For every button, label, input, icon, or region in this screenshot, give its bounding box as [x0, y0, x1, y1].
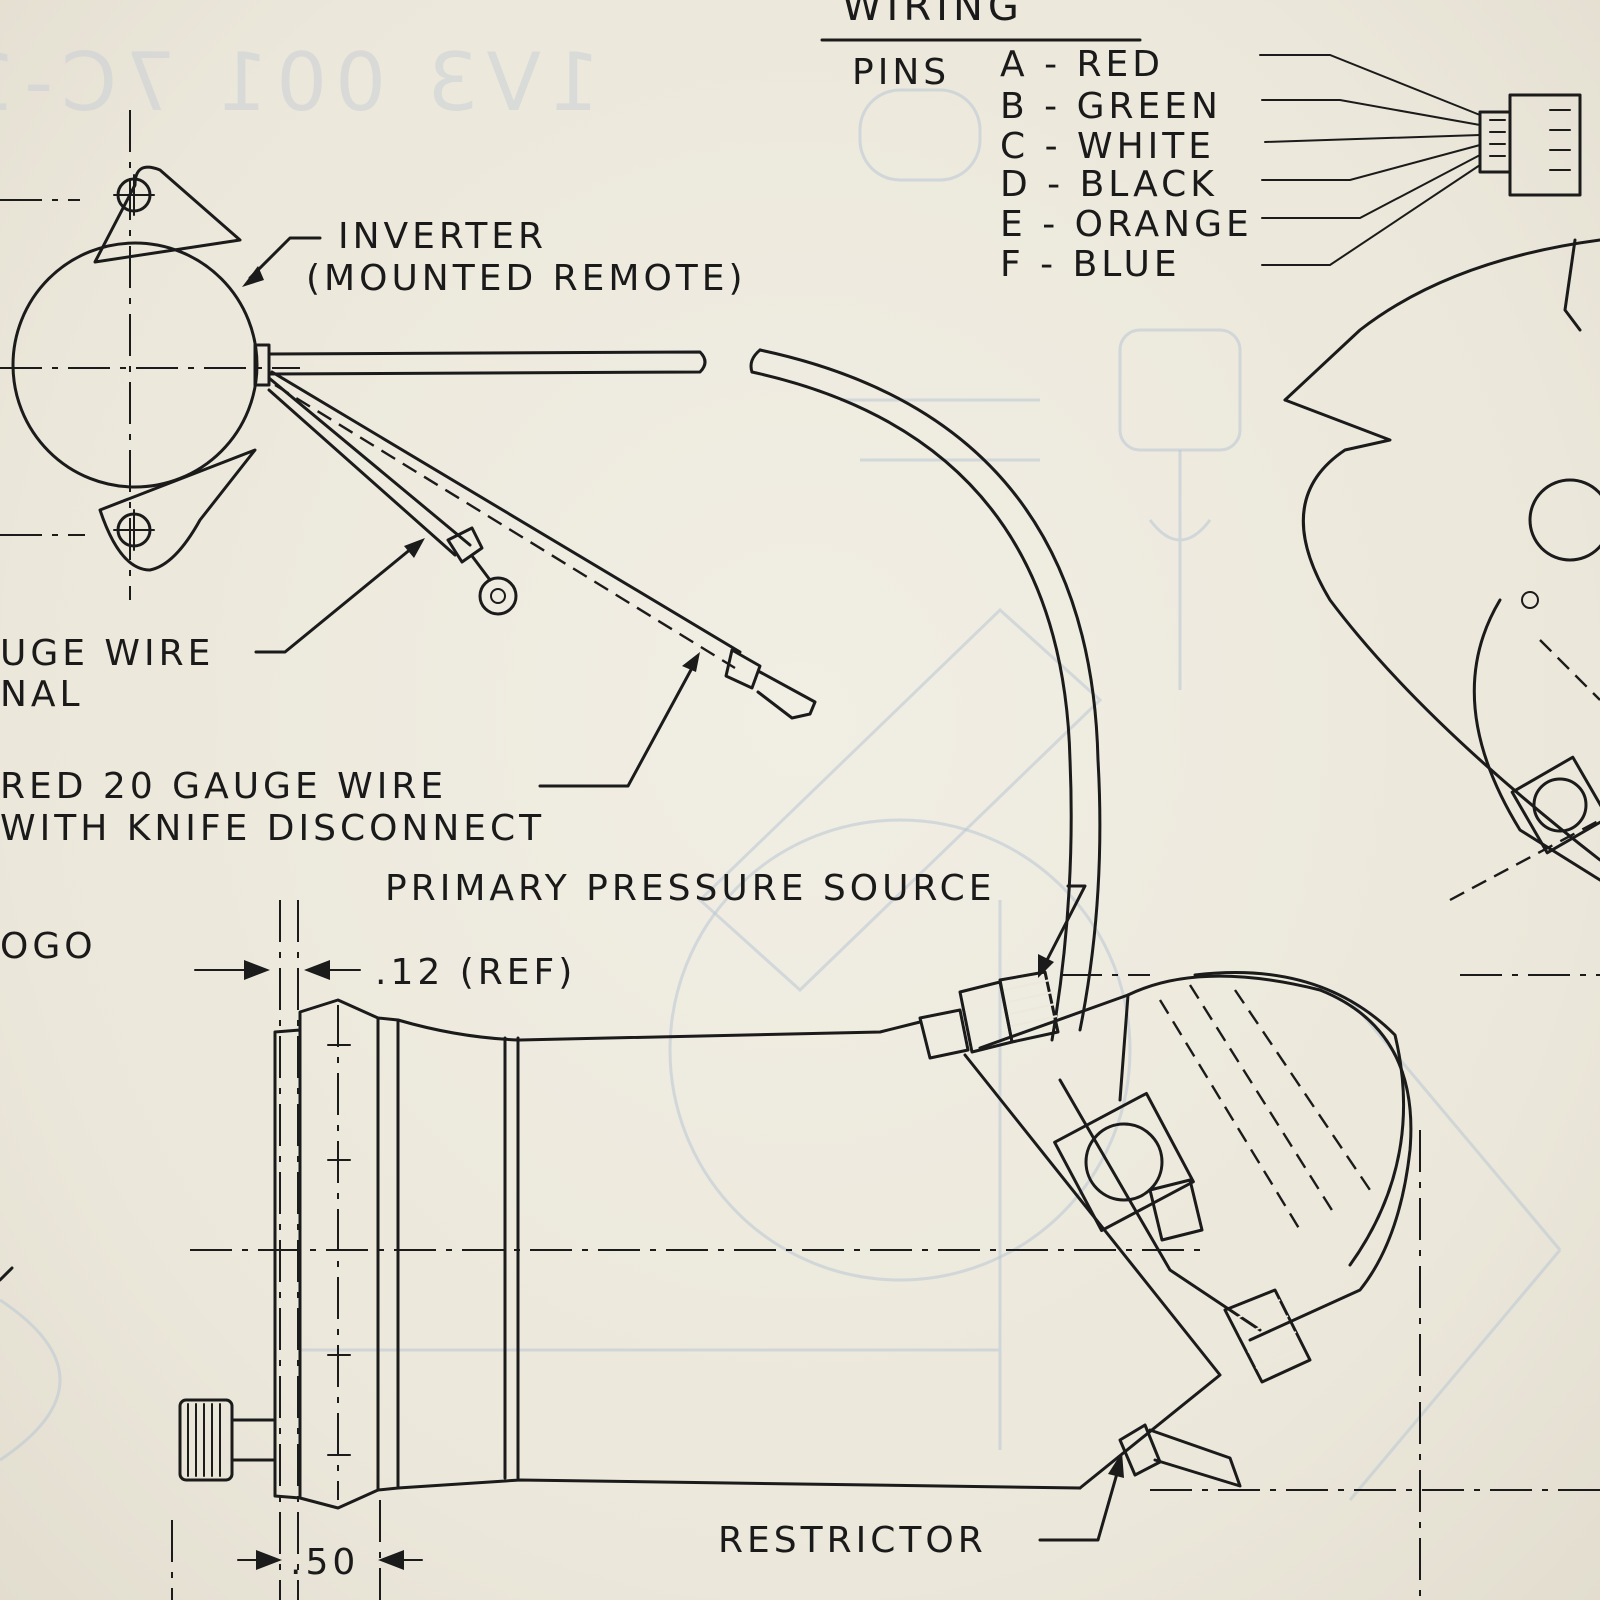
red-wire-label: RED 20 GAUGE WIRE	[0, 766, 447, 807]
ghost-part	[697, 607, 1103, 993]
ground-leader	[254, 546, 414, 654]
crimp-sleeve	[446, 526, 484, 564]
ghost-part	[0, 1298, 62, 1462]
pressure-hose	[267, 348, 1102, 1042]
bleed-through-ghost: 1V3 001 7C-100 MUH	[0, 36, 1562, 1501]
knife-disconnect-label: WITH KNIFE DISCONNECT	[0, 808, 545, 849]
inverter-flange-bottom	[98, 448, 257, 572]
pin-b-label: B - GREEN	[1000, 86, 1222, 127]
hose-outer	[758, 348, 1102, 1032]
ghost-part	[668, 818, 1132, 1282]
housing-side	[963, 1053, 1222, 1490]
ghost-part	[1348, 999, 1562, 1501]
inverter-wire-exit	[253, 343, 271, 387]
adjust-knob	[178, 1398, 277, 1482]
wiring-title: WIRING	[842, 0, 1024, 30]
housing-window	[1053, 1091, 1195, 1233]
pin-d-label: D - BLACK	[1000, 164, 1218, 205]
inverter-mount-label: (MOUNTED REMOTE)	[306, 258, 747, 299]
inverter	[0, 110, 322, 600]
restrictor-label: RESTRICTOR	[718, 1520, 987, 1561]
ghost-part	[1148, 450, 1212, 690]
dimension-ref-label: .12 (REF)	[375, 952, 576, 993]
ghost-part	[300, 900, 1002, 1450]
primary-pressure-fitting	[918, 970, 1060, 1060]
ground-wire-label: UGE WIRE	[0, 633, 214, 674]
knife-blade	[756, 670, 817, 720]
pins-prefix: PINS	[852, 52, 950, 93]
secondary-port	[1223, 1288, 1312, 1384]
pin-f-label: F - BLUE	[1000, 244, 1181, 285]
inverter-leader	[248, 236, 322, 280]
primary-pressure-label: PRIMARY PRESSURE SOURCE	[385, 868, 996, 909]
dimension-50-label: .50	[290, 1542, 359, 1583]
dimension-ref: .12 (REF)	[194, 952, 576, 993]
hose-inner	[750, 370, 1073, 1042]
inverter-label: INVERTER	[338, 216, 547, 257]
body-band	[503, 1036, 520, 1480]
dimension-50: .50	[171, 1500, 423, 1600]
ground-wire	[267, 376, 518, 616]
body-bottom-edge	[396, 1478, 1082, 1490]
pin-leader-lines	[1259, 54, 1481, 266]
sensor-housing	[963, 971, 1413, 1490]
ghost-part	[858, 88, 982, 182]
bezel-flange	[273, 1028, 302, 1500]
ground-terminal-label: NAL	[0, 674, 84, 715]
hose-segment-left	[267, 350, 707, 376]
red-wire-leader	[538, 666, 694, 788]
right-partial-view	[1283, 238, 1600, 902]
logo-fragment: OGO	[0, 926, 97, 967]
restrictor-fitting	[1118, 1423, 1242, 1488]
inverter-body	[11, 241, 259, 489]
wiring-connector	[1478, 93, 1582, 197]
ring-terminal	[478, 576, 518, 616]
ghost-mirrored-title: 1V3 001 7C-100 MUH	[0, 36, 600, 129]
primary-pressure-leader	[1044, 884, 1087, 964]
pin-a-label: A - RED	[1000, 44, 1164, 85]
red-wire	[270, 370, 817, 720]
instrument-body	[178, 900, 1600, 1600]
pin-e-label: E - ORANGE	[1000, 204, 1253, 245]
body-top-edge	[396, 1018, 922, 1042]
ghost-part	[840, 398, 1040, 462]
housing-dome	[1126, 974, 1413, 1342]
wiring-table: WIRING PINS A - RED B - GREEN C - WHITE …	[820, 0, 1582, 285]
restrictor-leader	[1038, 1468, 1120, 1542]
pin-c-label: C - WHITE	[1000, 126, 1215, 167]
knife-sleeve	[724, 648, 762, 690]
ghost-part	[1118, 328, 1242, 452]
